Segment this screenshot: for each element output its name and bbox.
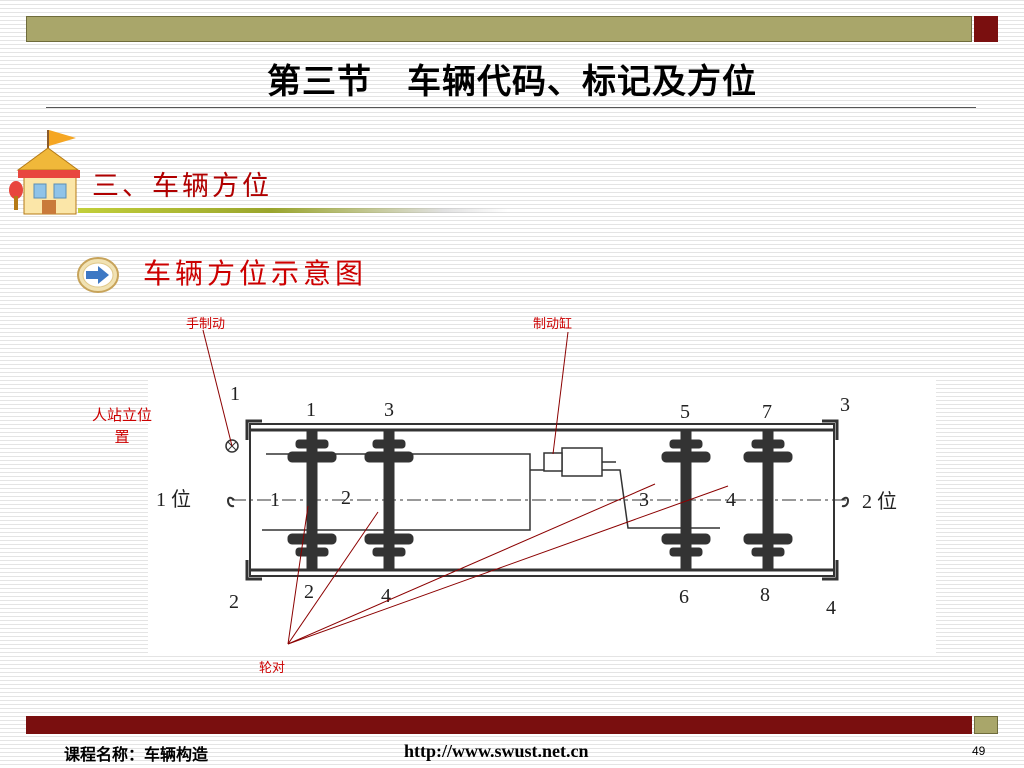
title-divider xyxy=(46,107,976,108)
leader-wheelset-2 xyxy=(287,511,379,645)
leader-lines xyxy=(202,329,729,645)
section-heading: 三、车辆方位 xyxy=(92,171,272,202)
wheelset-4 xyxy=(743,431,793,569)
wheelset-callout: 轮对 xyxy=(259,661,286,676)
wheel-number-top: 5 xyxy=(680,401,690,423)
top-decor-bar xyxy=(26,16,972,42)
coupler-right xyxy=(841,496,849,508)
person-position-line1: 人站立位 xyxy=(91,406,152,424)
leader-hand-brake xyxy=(202,329,233,447)
corner-number-top-right: 3 xyxy=(840,394,850,416)
corner-number-bottom-right: 4 xyxy=(826,597,836,619)
top-decor-cap xyxy=(974,16,998,42)
arrow-bullet-icon xyxy=(77,257,119,293)
person-position-callout: 人站立位 置 xyxy=(84,404,160,448)
end-label-right: 2 位 xyxy=(862,490,897,513)
leader-wheelset-1 xyxy=(287,505,309,645)
wheel-number-bottom: 2 xyxy=(304,581,314,603)
brake-cylinder-callout: 制动缸 xyxy=(533,317,573,332)
bottom-decor-bar xyxy=(26,716,972,734)
corner-number-top-left: 1 xyxy=(230,383,240,405)
corner-number-bottom-left: 2 xyxy=(229,591,239,613)
wheel-number-bottom: 4 xyxy=(381,585,391,607)
axle-number: 4 xyxy=(726,489,736,511)
leader-wheelset-3 xyxy=(287,483,656,645)
footer-course-name: 课程名称：车辆构造 xyxy=(64,745,209,764)
page-number: 49 xyxy=(972,744,986,758)
leader-brake-cylinder xyxy=(552,331,569,455)
wheelset-2 xyxy=(364,431,414,569)
corner-bracket-top-left xyxy=(245,419,262,440)
brake-cylinder-body xyxy=(561,447,603,477)
section-underline xyxy=(78,208,508,213)
wheelset-3 xyxy=(661,431,711,569)
wheel-number-bottom: 8 xyxy=(760,584,770,606)
hand-brake-wheel xyxy=(225,439,239,453)
wheelset-1 xyxy=(287,431,337,569)
corner-bracket-top-right xyxy=(822,419,839,440)
corner-bracket-bottom-left xyxy=(245,560,262,581)
axle-number: 3 xyxy=(639,489,649,511)
person-position-line2: 置 xyxy=(114,428,130,446)
leader-wheelset-4 xyxy=(287,485,729,645)
corner-bracket-bottom-right xyxy=(822,560,839,581)
end-label-left: 1 位 xyxy=(156,488,191,511)
wheel-number-bottom: 6 xyxy=(679,586,689,608)
axle-number: 1 xyxy=(270,489,280,511)
hand-brake-callout: 手制动 xyxy=(186,317,226,332)
wheel-number-top: 3 xyxy=(384,399,394,421)
brake-linkage xyxy=(262,453,531,531)
footer-url: http://www.swust.net.cn xyxy=(404,741,589,761)
coupler-left xyxy=(227,496,235,508)
castle-icon xyxy=(9,130,80,215)
axle-number: 2 xyxy=(341,487,351,509)
wheel-number-top: 7 xyxy=(762,401,772,423)
bottom-decor-cap xyxy=(974,716,998,734)
wheel-number-top: 1 xyxy=(306,399,316,421)
diagram-heading: 车辆方位示意图 xyxy=(143,257,368,290)
page-title: 第三节 车辆代码、标记及方位 xyxy=(267,62,757,102)
brake-cylinder-cap xyxy=(543,452,563,472)
